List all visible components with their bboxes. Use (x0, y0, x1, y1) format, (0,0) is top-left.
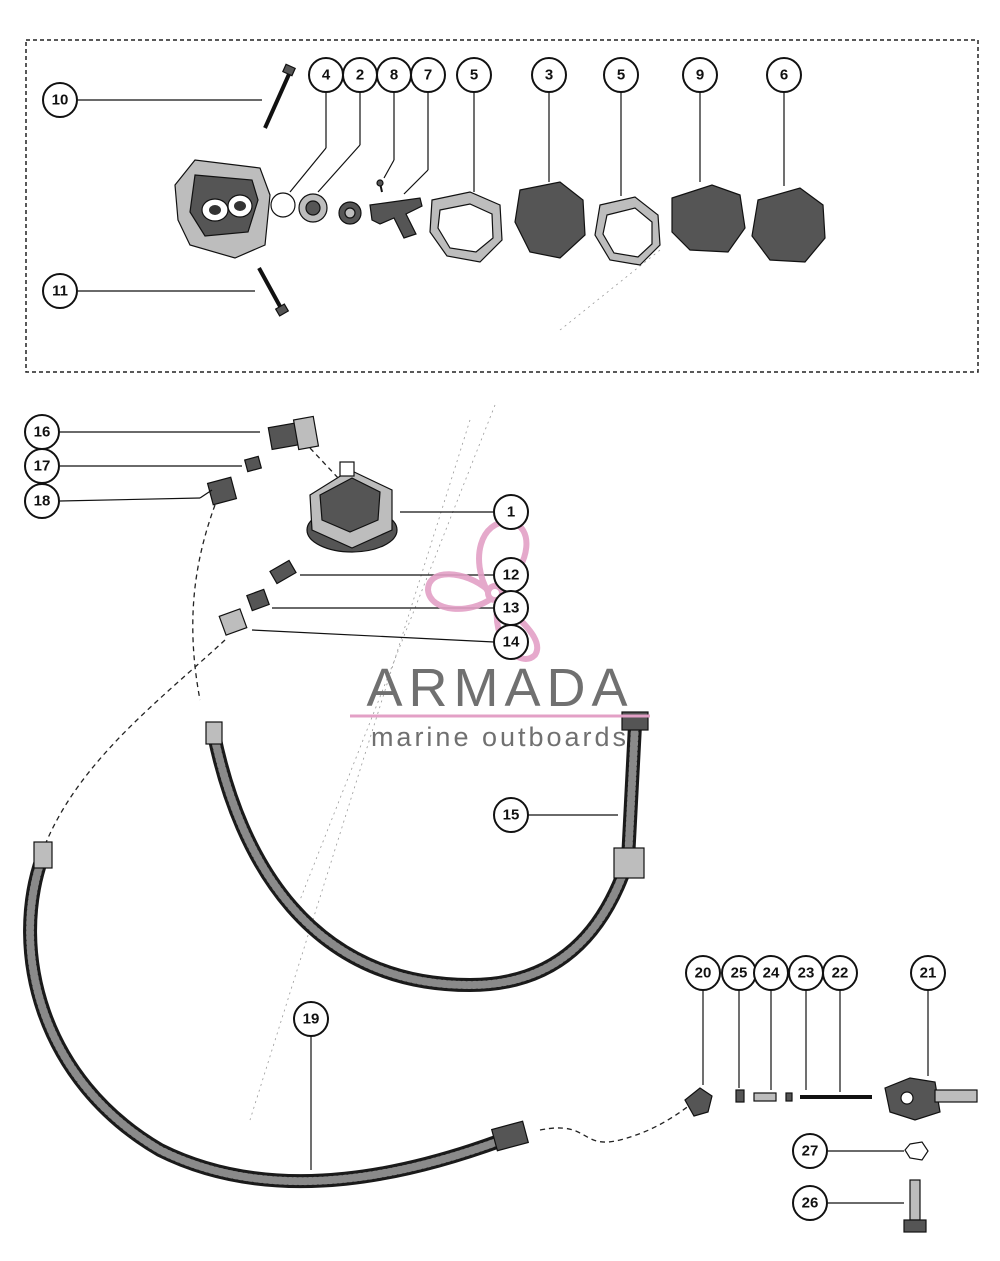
callout-20-label: 20 (695, 965, 712, 982)
callout-13: 13 (493, 590, 529, 626)
callout-18-label: 18 (34, 493, 51, 510)
connection-dash-16-1 (309, 447, 341, 481)
callout-10-label: 10 (52, 92, 69, 109)
diaphragm-part-6 (751, 187, 826, 263)
connection-dash-18-15 (192, 504, 216, 701)
sleeve-part-14 (218, 608, 248, 636)
callout-18: 18 (24, 483, 60, 519)
callout-26: 26 (792, 1185, 828, 1221)
callout-19: 19 (293, 1001, 329, 1037)
logo-name: ARMADA (366, 658, 633, 718)
connector-fitting-part-20 (684, 1087, 713, 1117)
callout-21: 21 (910, 955, 946, 991)
check-valve-part-2 (298, 193, 328, 223)
callout-15: 15 (493, 797, 529, 833)
callout-12-label: 12 (503, 567, 520, 584)
callout-8-label: 8 (390, 67, 398, 84)
nut-part-17 (243, 455, 263, 473)
callout-10: 10 (42, 82, 78, 118)
callout-22: 22 (822, 955, 858, 991)
bolt-part-26 (903, 1179, 927, 1233)
callout-23: 23 (788, 955, 824, 991)
callout-2: 2 (342, 57, 378, 93)
callout-24-label: 24 (763, 965, 780, 982)
screw-part-11 (257, 267, 290, 317)
callout-27: 27 (792, 1133, 828, 1169)
callout-7: 7 (410, 57, 446, 93)
armada-logo: ARMADA marine outboards (350, 518, 650, 752)
exploded-view-frame (25, 39, 979, 373)
callout-6-label: 6 (780, 67, 788, 84)
callout-2-label: 2 (356, 67, 364, 84)
retainer-part-7 (369, 197, 423, 239)
fuel-hose-part-19 (23, 841, 530, 1189)
callout-24: 24 (753, 955, 789, 991)
callout-5a-label: 5 (470, 67, 478, 84)
o-ring-part-4 (270, 192, 296, 218)
check-valve-part-2b (338, 201, 362, 225)
callout-12: 12 (493, 557, 529, 593)
background-sketch-lines (249, 249, 661, 1121)
callout-5b-label: 5 (617, 67, 625, 84)
callout-11: 11 (42, 273, 78, 309)
screw-part-10 (263, 63, 296, 129)
callout-21-label: 21 (920, 965, 937, 982)
gasket-part-5a (429, 191, 503, 263)
callout-9-label: 9 (696, 67, 704, 84)
spring-part-24 (753, 1092, 777, 1102)
callout-5a: 5 (456, 57, 492, 93)
callout-15-label: 15 (503, 807, 520, 824)
connection-dash-19-20 (539, 1104, 691, 1143)
fitting-part-12 (269, 559, 297, 585)
callout-8: 8 (376, 57, 412, 93)
callout-4: 4 (308, 57, 344, 93)
fuel-pump-part-1 (306, 461, 398, 553)
callout-13-label: 13 (503, 600, 520, 617)
callout-1-label: 1 (507, 504, 515, 521)
callout-5b: 5 (603, 57, 639, 93)
callout-3: 3 (531, 57, 567, 93)
callout-17-label: 17 (34, 458, 51, 475)
callout-11-label: 11 (52, 283, 68, 300)
connector-body-part-21 (884, 1077, 978, 1121)
callout-19-label: 19 (303, 1011, 320, 1028)
callout-17: 17 (24, 448, 60, 484)
nut-part-27 (904, 1141, 929, 1161)
callout-23-label: 23 (798, 965, 815, 982)
callout-16: 16 (24, 414, 60, 450)
callout-25-label: 25 (731, 965, 748, 982)
callout-6: 6 (766, 57, 802, 93)
callout-16-label: 16 (34, 424, 51, 441)
callout-3-label: 3 (545, 67, 553, 84)
callout-9: 9 (682, 57, 718, 93)
connection-dash-14-19 (44, 639, 226, 846)
callout-4-label: 4 (322, 67, 331, 84)
callout-27-label: 27 (802, 1143, 819, 1160)
callout-1: 1 (493, 494, 529, 530)
cover-plate-part-9 (671, 184, 746, 253)
callout-14: 14 (493, 624, 529, 660)
seal-part-23 (785, 1092, 793, 1102)
callout-14-label: 14 (503, 634, 520, 651)
logo-tagline: marine outboards (371, 722, 629, 752)
fuel-pump-body-part (174, 159, 271, 259)
callout-22-label: 22 (832, 965, 849, 982)
diaphragm-part-3 (514, 181, 586, 259)
callout-7-label: 7 (424, 67, 432, 84)
callout-20: 20 (685, 955, 721, 991)
gasket-part-5b (594, 196, 661, 266)
fuel-hose-part-15 (205, 711, 649, 993)
callout-26-label: 26 (802, 1195, 819, 1212)
nut-part-13 (246, 588, 270, 612)
screw-part-8 (376, 179, 384, 193)
callout-25: 25 (721, 955, 757, 991)
elbow-fitting-part-16 (267, 415, 320, 451)
seal-part-25 (735, 1089, 745, 1103)
sleeve-part-18 (206, 476, 238, 506)
